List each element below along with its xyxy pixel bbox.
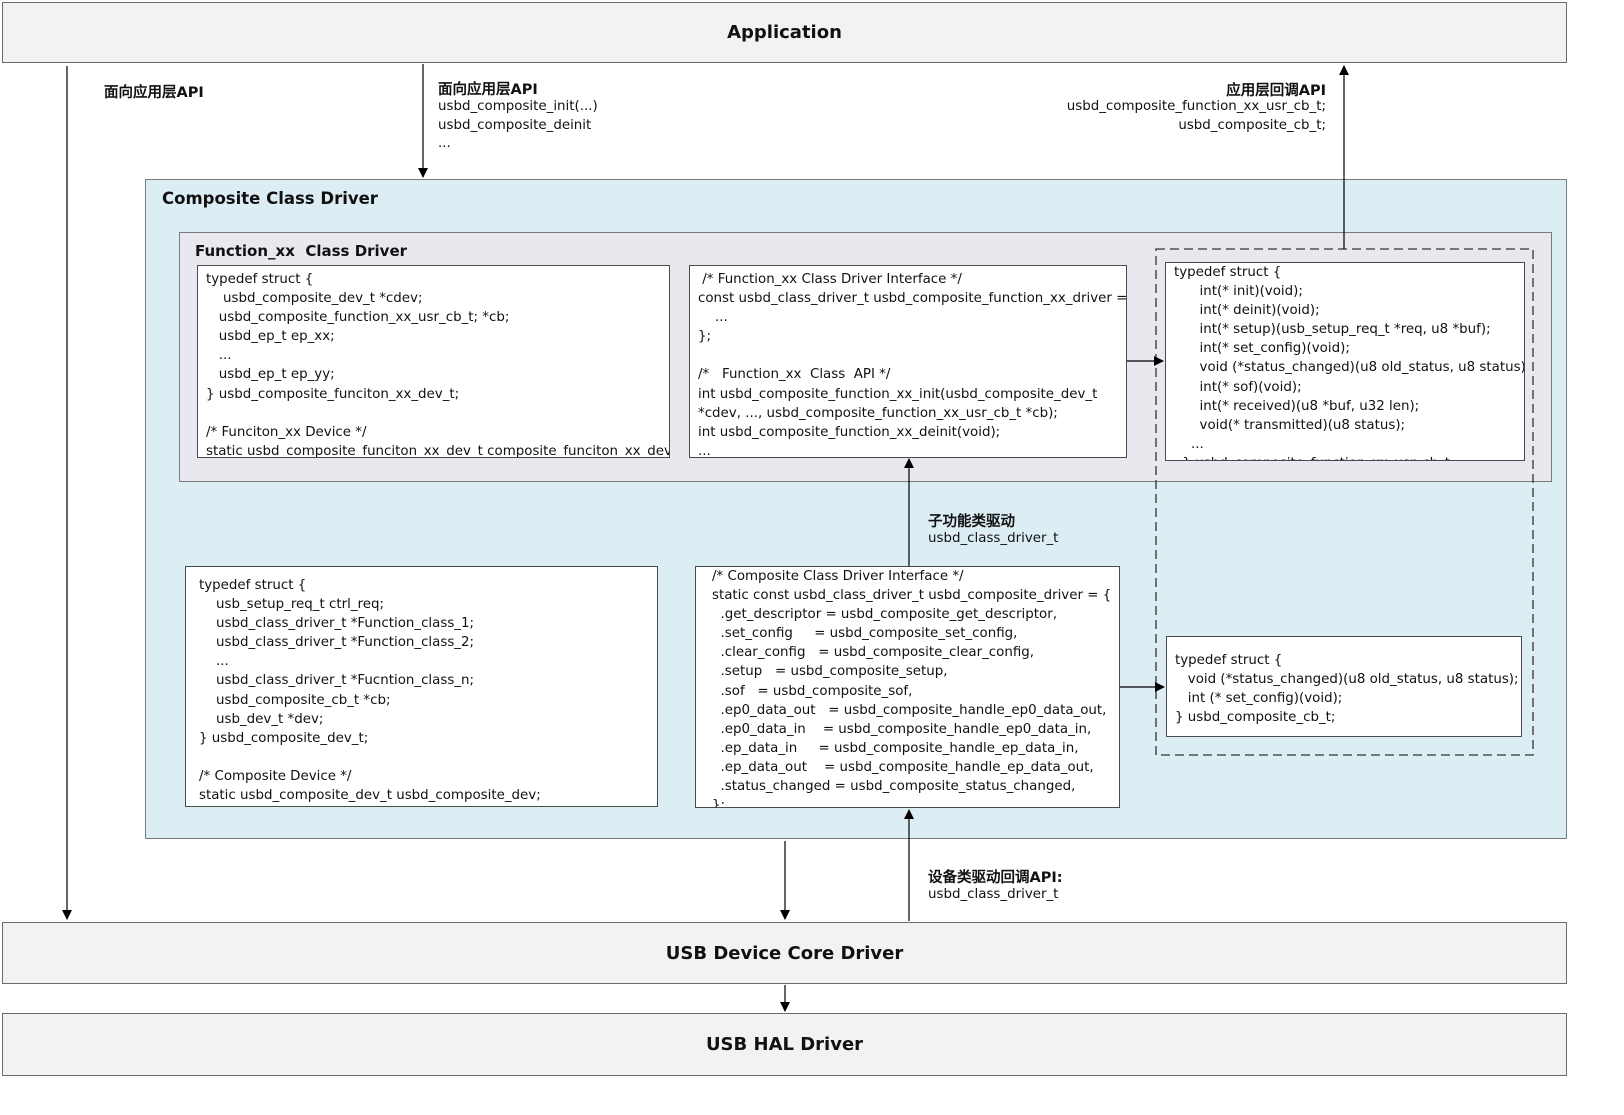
label-api-init: usbd_composite_init(...) — [438, 99, 598, 114]
code-line: int(* set_config)(void); — [1174, 341, 1350, 357]
code-line: void (*status_changed)(u8 old_status, u8… — [1175, 672, 1519, 688]
application-layer: Application — [2, 2, 1567, 63]
core-label: USB Device Core Driver — [665, 942, 904, 964]
function-title: Function_xx Class Driver — [195, 242, 408, 260]
code-line: usbd_composite_dev_t *cdev; — [206, 291, 423, 307]
code-line: int(* init)(void); — [1174, 284, 1303, 300]
code-line: usbd_composite_function_xx_usr_cb_t; *cb… — [206, 310, 510, 326]
code-line: static const usbd_class_driver_t usbd_co… — [712, 588, 1112, 604]
code-line: }; — [698, 329, 712, 345]
code-line: usbd_ep_t ep_xx; — [206, 329, 335, 345]
composite-cb-struct: typedef struct { void (*status_changed)(… — [1166, 636, 1522, 737]
code-line: .ep_data_out = usbd_composite_handle_ep_… — [712, 759, 1094, 775]
code-line: /* Function_xx Class API */ — [698, 367, 891, 383]
code-line: int(* sof)(void); — [1174, 379, 1302, 395]
code-line: int(* deinit)(void); — [1174, 303, 1320, 319]
label-core-callback-type: usbd_class_driver_t — [928, 887, 1059, 902]
code-line: ... — [698, 310, 728, 326]
code-line: static usbd_composite_dev_t usbd_composi… — [199, 788, 541, 804]
composite-title: Composite Class Driver — [162, 189, 378, 208]
code-line: usb_setup_req_t ctrl_req; — [199, 597, 384, 613]
code-line: .setup = usbd_composite_setup, — [712, 664, 948, 680]
code-line: .sof = usbd_composite_sof, — [712, 683, 913, 699]
code-line: .get_descriptor = usbd_composite_get_des… — [712, 607, 1057, 623]
code-line: ... — [698, 443, 711, 458]
code-line: typedef struct { — [1174, 265, 1282, 280]
code-line: usbd_class_driver_t *Function_class_2; — [199, 635, 475, 651]
code-line: const usbd_class_driver_t usbd_composite… — [698, 291, 1127, 307]
label-api-deinit: usbd_composite_deinit — [438, 118, 592, 133]
hal-label: USB HAL Driver — [705, 1034, 864, 1055]
code-line: usbd_ep_t ep_yy; — [206, 367, 335, 383]
code-line: ... — [206, 348, 232, 364]
code-line: } usbd_composite_cb_t; — [1175, 710, 1336, 726]
code-line: /* Funciton_xx Device */ — [206, 424, 367, 440]
function-driver-interface: /* Function_xx Class Driver Interface */… — [689, 265, 1127, 458]
usb-hal-layer: USB HAL Driver — [2, 1013, 1567, 1076]
code-line: int usbd_composite_function_xx_deinit(vo… — [698, 424, 1001, 440]
code-line: }; — [712, 798, 726, 808]
code-line: static usbd_composite_funciton_xx_dev_t … — [206, 443, 670, 458]
code-line: /* Composite Device */ — [199, 768, 352, 784]
code-line: .ep_data_in = usbd_composite_handle_ep_d… — [712, 740, 1079, 756]
label-app-callback-api: 应用层回调API — [1226, 83, 1326, 99]
usb-device-core-layer: USB Device Core Driver — [2, 922, 1567, 984]
label-core-callback-api: 设备类驱动回调API: — [928, 870, 1063, 886]
code-line: .ep0_data_out = usbd_composite_handle_ep… — [712, 702, 1107, 718]
code-line: int(* setup)(usb_setup_req_t *req, u8 *b… — [1174, 322, 1491, 338]
code-line: typedef struct { — [1175, 653, 1283, 668]
code-line: } usbd_composite_dev_t; — [199, 730, 369, 746]
composite-driver-interface: /* Composite Class Driver Interface */ st… — [695, 566, 1120, 808]
code-line: int (* set_config)(void); — [1175, 691, 1343, 707]
code-line: int usbd_composite_function_xx_init(usbd… — [698, 386, 1098, 402]
label-api-more: ... — [438, 136, 451, 151]
callback-group-dashed-box — [1155, 248, 1534, 756]
code-line: } usbd_composite_funciton_xx_dev_t; — [206, 386, 460, 402]
code-line: typedef struct { — [206, 272, 314, 287]
code-line: void (*status_changed)(u8 old_status, u8… — [1174, 360, 1525, 376]
code-line: ... — [1174, 436, 1204, 452]
label-sub-class-type: usbd_class_driver_t — [928, 531, 1059, 546]
code-line: .clear_config = usbd_composite_clear_con… — [712, 645, 1035, 661]
code-line: *cdev, ..., usbd_composite_function_xx_u… — [698, 405, 1058, 421]
code-line: } usbd_composite_function_xx_usr_cb_t; — [1174, 454, 1524, 460]
code-line: usb_dev_t *dev; — [199, 711, 324, 727]
code-line: .ep0_data_in = usbd_composite_handle_ep0… — [712, 721, 1092, 737]
code-line: usbd_class_driver_t *Fucntion_class_n; — [199, 673, 474, 689]
code-line: .set_config = usbd_composite_set_config, — [712, 626, 1018, 642]
code-line: .status_changed = usbd_composite_status_… — [712, 779, 1076, 795]
label-cb-composite: usbd_composite_cb_t; — [1178, 118, 1326, 133]
code-line: /* Composite Class Driver Interface */ — [712, 569, 964, 584]
code-line: usbd_class_driver_t *Function_class_1; — [199, 616, 475, 632]
label-sub-class-driver: 子功能类驱动 — [928, 514, 1015, 530]
code-line: void(* transmitted)(u8 status); — [1174, 417, 1406, 433]
label-app-api-mid: 面向应用层API — [438, 82, 538, 98]
composite-device-struct: typedef struct { usb_setup_req_t ctrl_re… — [185, 566, 658, 807]
code-line: usbd_composite_cb_t *cb; — [199, 692, 391, 708]
function-device-struct: typedef struct { usbd_composite_dev_t *c… — [197, 265, 670, 458]
code-line: ... — [199, 654, 229, 670]
label-cb-usr: usbd_composite_function_xx_usr_cb_t; — [1066, 99, 1326, 114]
code-line: int(* received)(u8 *buf, u32 len); — [1174, 398, 1420, 414]
code-line: typedef struct { — [199, 578, 307, 593]
application-label: Application — [727, 22, 842, 43]
label-app-api-left: 面向应用层API — [104, 85, 204, 101]
function-usr-cb-struct: typedef struct { int(* init)(void); int(… — [1165, 262, 1525, 461]
code-line: /* Function_xx Class Driver Interface */ — [698, 272, 962, 287]
